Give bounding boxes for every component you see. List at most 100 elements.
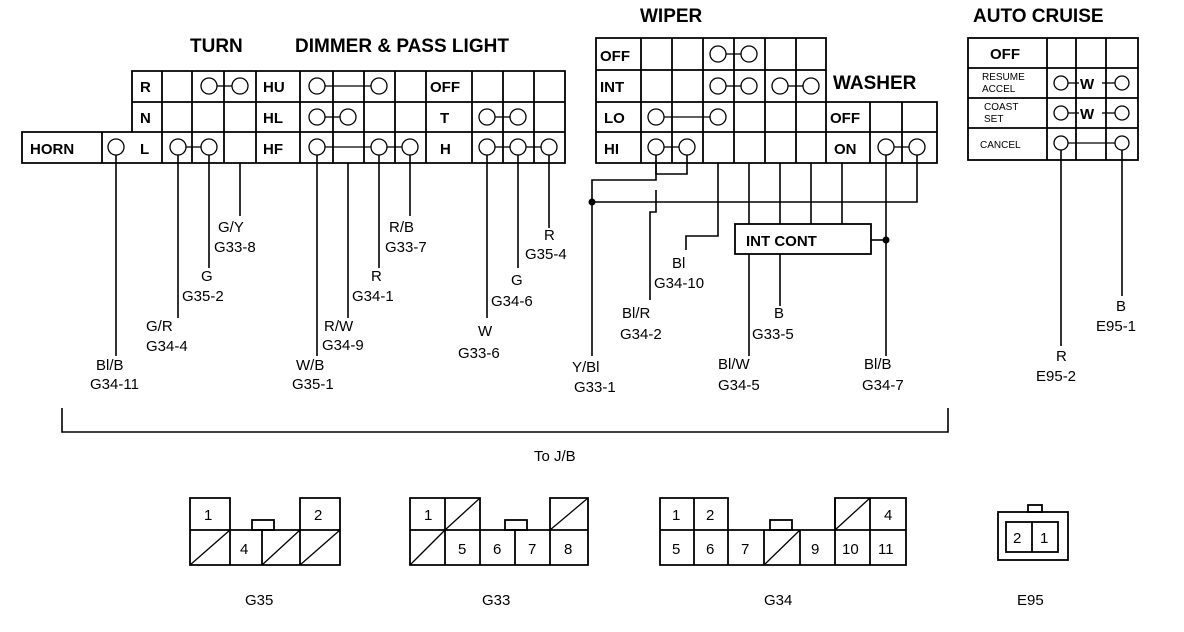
wire-pin-5: G34-9 — [322, 337, 364, 354]
wire-color-10: R — [544, 227, 555, 244]
g34-pin-2: 2 — [706, 507, 714, 524]
wire-color-9: G — [511, 272, 523, 289]
wire-pin-16: G34-7 — [862, 377, 904, 394]
light-row-off: OFF — [430, 79, 460, 96]
wire-color-7: R/B — [389, 219, 414, 236]
g33-pin-5: 5 — [458, 541, 466, 558]
cruise-resistor-w1: W — [1080, 76, 1095, 93]
wire-color-17: R — [1056, 348, 1067, 365]
wire-color-0: Bl/B — [96, 357, 124, 374]
cruise-row-off: OFF — [990, 46, 1020, 63]
g34-pin-1: 1 — [672, 507, 680, 524]
wire-color-11: Y/Bl — [572, 359, 600, 376]
g34-pin-7: 7 — [741, 541, 749, 558]
horn-label: HORN — [30, 141, 74, 158]
turn-row-n: N — [140, 110, 151, 127]
g35-pin-4: 4 — [240, 541, 248, 558]
dimmer-row-hu: HU — [263, 79, 285, 96]
auto-cruise-table: OFF RESUME ACCEL COAST SET CANCEL W W — [967, 37, 1139, 161]
turn-row-r: R — [140, 79, 151, 96]
cruise-row-accel: ACCEL — [982, 84, 1016, 95]
header-turn: TURN — [190, 36, 243, 57]
wire-color-12: Bl/R — [622, 305, 651, 322]
dimmer-row-hf: HF — [263, 141, 283, 158]
wire-color-6: R — [371, 268, 382, 285]
wiper-washer-table: OFF INT LO HI OFF ON — [595, 37, 938, 164]
wire-color-14: Bl/W — [718, 356, 751, 373]
wire-color-3: G/Y — [218, 219, 244, 236]
washer-row-off: OFF — [830, 110, 860, 127]
int-cont-box — [734, 223, 872, 255]
cruise-row-set: SET — [984, 114, 1003, 125]
wire-color-8: W — [478, 323, 493, 340]
wire-color-18: B — [1116, 298, 1126, 315]
g34-pin-9: 9 — [811, 541, 819, 558]
wire-pin-4: G35-1 — [292, 376, 334, 393]
cruise-row-coast: COAST — [984, 102, 1018, 113]
g33-pin-7: 7 — [528, 541, 536, 558]
g33-pin-8: 8 — [564, 541, 572, 558]
g35-label: G35 — [245, 592, 273, 609]
wiper-row-off: OFF — [600, 48, 630, 65]
g34-pin-5: 5 — [672, 541, 680, 558]
wiper-row-int: INT — [600, 79, 624, 96]
wire-pin-14: G34-5 — [718, 377, 760, 394]
connector-g34: 1 2 4 5 6 7 9 10 11 — [659, 497, 907, 566]
connector-g35: 1 2 4 — [189, 497, 341, 566]
g33-label: G33 — [482, 592, 510, 609]
dimmer-row-hl: HL — [263, 110, 283, 127]
light-row-t: T — [440, 110, 449, 127]
header-dimmer: DIMMER & PASS LIGHT — [295, 36, 509, 57]
header-washer: WASHER — [833, 73, 917, 94]
g35-pin-1: 1 — [204, 507, 212, 524]
wire-color-2: G — [201, 268, 213, 285]
header-auto-cruise: AUTO CRUISE — [973, 6, 1104, 27]
int-cont-label: INT CONT — [746, 233, 817, 250]
g33-pin-6: 6 — [493, 541, 501, 558]
e95-pin-2: 2 — [1013, 530, 1021, 547]
g35-pin-2: 2 — [314, 507, 322, 524]
wire-pin-12: G34-2 — [620, 326, 662, 343]
wire-pin-6: G34-1 — [352, 288, 394, 305]
wires — [61, 150, 1123, 433]
connector-e95: 2 1 — [997, 504, 1069, 561]
wire-pin-2: G35-2 — [182, 288, 224, 305]
wiper-row-hi: HI — [604, 141, 619, 158]
washer-row-on: ON — [834, 141, 857, 158]
wire-pin-3: G33-8 — [214, 239, 256, 256]
wire-pin-17: E95-2 — [1036, 368, 1076, 385]
wire-pin-13: G34-10 — [654, 275, 704, 292]
wire-color-4: W/B — [296, 357, 324, 374]
light-row-h: H — [440, 141, 451, 158]
turn-row-l: L — [140, 141, 149, 158]
wire-pin-11: G33-1 — [574, 379, 616, 396]
cruise-resistor-w2: W — [1080, 106, 1095, 123]
wiper-row-lo: LO — [604, 110, 625, 127]
g34-pin-6: 6 — [706, 541, 714, 558]
wire-labels: Bl/B G34-11 G/R G34-4 G G35-2 G/Y G33-8 … — [90, 219, 1136, 396]
wire-color-16: Bl/B — [864, 356, 892, 373]
g34-pin-11: 11 — [878, 541, 894, 558]
wire-pin-1: G34-4 — [146, 338, 188, 355]
g34-pin-4: 4 — [884, 507, 892, 524]
wire-pin-9: G34-6 — [491, 293, 533, 310]
wire-color-1: G/R — [146, 318, 173, 335]
wire-pin-8: G33-6 — [458, 345, 500, 362]
cruise-row-resume: RESUME — [982, 72, 1025, 83]
to-jb-label: To J/B — [534, 448, 576, 465]
combination-switch-table: R N L HORN HU HL HF OFF T H — [21, 70, 566, 164]
g34-pin-10: 10 — [842, 541, 859, 558]
wire-pin-10: G35-4 — [525, 246, 567, 263]
e95-pin-1: 1 — [1040, 530, 1048, 547]
header-wiper: WIPER — [640, 6, 703, 27]
wire-color-13: Bl — [672, 255, 685, 272]
cruise-row-cancel: CANCEL — [980, 140, 1021, 151]
connector-g33: 1 5 6 7 8 — [409, 497, 589, 566]
wire-pin-18: E95-1 — [1096, 318, 1136, 335]
wire-pin-0: G34-11 — [90, 376, 139, 393]
wire-color-15: B — [774, 305, 784, 322]
g33-pin-1: 1 — [424, 507, 432, 524]
wire-pin-7: G33-7 — [385, 239, 427, 256]
wire-pin-15: G33-5 — [752, 326, 794, 343]
